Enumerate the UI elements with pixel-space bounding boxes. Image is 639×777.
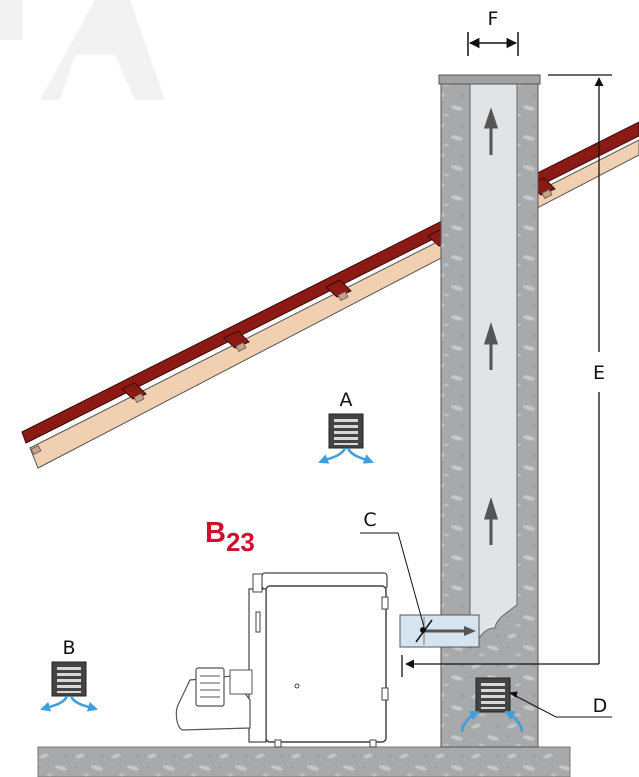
draft-arrows [483,107,499,545]
label-e: E [593,362,605,384]
watermark [0,0,165,100]
vent-grille-b [40,661,98,712]
floor-slab [37,746,571,777]
flue-pipe [399,614,480,648]
type-code-main: B [205,517,226,549]
boiler [248,572,389,748]
appliance-type-code: B23 [205,517,255,557]
label-a: A [340,389,353,411]
vent-grille-d [460,677,524,733]
dimension-f [467,32,519,56]
vent-grille-a [318,413,374,464]
label-c: C [363,509,376,531]
dimension-e [401,74,612,677]
label-f: F [488,8,499,30]
chimney-cap [438,74,541,85]
label-b: B [62,637,75,659]
leader-lines [360,532,612,718]
label-d: D [593,695,608,717]
type-code-sub: 23 [226,527,255,557]
burner [175,667,253,731]
